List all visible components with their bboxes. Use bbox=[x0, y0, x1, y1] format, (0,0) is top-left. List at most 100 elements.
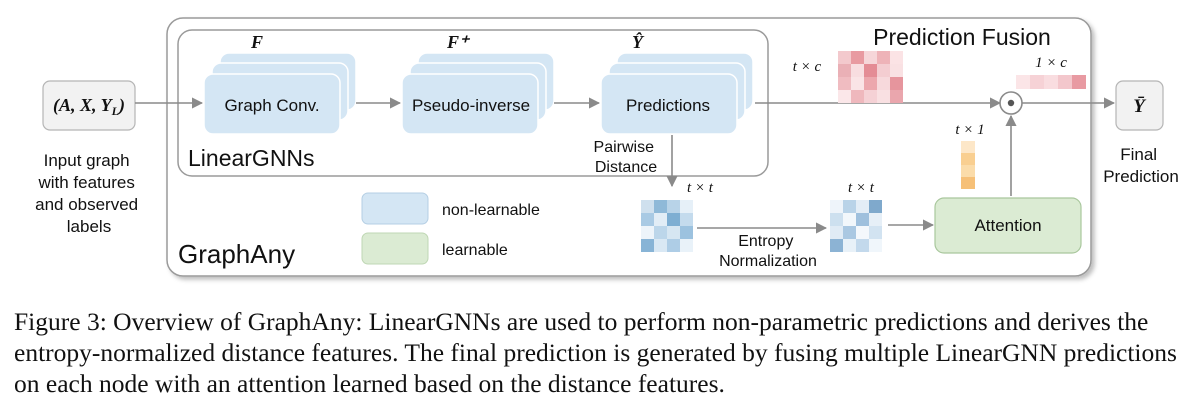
t-by-t-right-cell bbox=[869, 200, 882, 213]
graph-conv-stack bbox=[203, 52, 357, 135]
one-by-c-cell bbox=[1030, 75, 1044, 89]
output-caption-line-2: Prediction bbox=[1103, 167, 1179, 186]
t-by-t-right-cell bbox=[843, 200, 856, 213]
t-by-t-left-cell bbox=[680, 200, 693, 213]
t-by-t-matrix-normalized bbox=[830, 200, 882, 252]
t-by-t-right-cell bbox=[843, 226, 856, 239]
t-by-t-left-cell bbox=[641, 239, 654, 252]
t-by-c-cell bbox=[838, 90, 851, 103]
t-by-t-left-cell bbox=[667, 226, 680, 239]
pseudo-inverse-stack bbox=[401, 52, 555, 135]
t-by-t-dim-left: t × t bbox=[687, 180, 714, 196]
graph-conv-label: Graph Conv. bbox=[224, 96, 319, 115]
t-by-c-cell bbox=[851, 51, 864, 64]
input-box bbox=[42, 80, 136, 131]
legend-swatch-non-learnable bbox=[361, 192, 429, 225]
output-caption-line-1: Final bbox=[1120, 145, 1157, 164]
predictions-symbol: Ŷ bbox=[632, 31, 645, 52]
t-by-t-left-cell bbox=[654, 239, 667, 252]
t-by-c-cell bbox=[877, 77, 890, 90]
t-by-c-cell bbox=[838, 64, 851, 77]
t-by-c-cell bbox=[851, 90, 864, 103]
pseudo-inverse-label: Pseudo-inverse bbox=[412, 96, 530, 115]
predictions-stack bbox=[600, 52, 754, 135]
one-by-c-cell bbox=[1058, 75, 1072, 89]
predictions-label: Predictions bbox=[626, 96, 710, 115]
lineargnns-label: LinearGNNs bbox=[188, 145, 315, 171]
t-by-c-cell bbox=[877, 90, 890, 103]
pseudo-inverse-symbol: F⁺ bbox=[446, 32, 471, 52]
t-by-t-left-cell bbox=[641, 226, 654, 239]
t-by-1-cell bbox=[961, 153, 975, 165]
t-by-1-cell bbox=[961, 177, 975, 189]
t-by-1-cell bbox=[961, 165, 975, 177]
pairwise-distance-label: Pairwise Distance bbox=[594, 139, 659, 176]
one-by-c-dim: 1 × c bbox=[1035, 55, 1067, 71]
t-by-t-right-cell bbox=[856, 200, 869, 213]
figure-caption: Figure 3: Overview of GraphAny: LinearGN… bbox=[14, 307, 1177, 398]
t-by-c-cell bbox=[864, 51, 877, 64]
t-by-t-right-cell bbox=[869, 226, 882, 239]
pairwise-distance-line-1: Pairwise bbox=[594, 139, 655, 156]
graphany-label: GraphAny bbox=[178, 239, 295, 269]
t-by-t-right-cell bbox=[830, 239, 843, 252]
t-by-t-right-cell bbox=[856, 213, 869, 226]
t-by-c-cell bbox=[864, 90, 877, 103]
entropy-normalization-line-2: Normalization bbox=[719, 253, 817, 270]
t-by-c-cell bbox=[851, 77, 864, 90]
pairwise-distance-line-2: Distance bbox=[595, 159, 657, 176]
t-by-t-right-cell bbox=[869, 239, 882, 252]
t-by-t-left-cell bbox=[641, 200, 654, 213]
t-by-t-dim-right: t × t bbox=[848, 180, 875, 196]
input-caption-line-2: with features bbox=[37, 173, 134, 192]
t-by-c-cell bbox=[890, 64, 903, 77]
graph-conv-symbol: F bbox=[250, 32, 263, 52]
output-box bbox=[1115, 80, 1164, 131]
one-by-c-cell bbox=[1072, 75, 1086, 89]
t-by-t-left-cell bbox=[680, 213, 693, 226]
fusion-node-dot bbox=[1007, 99, 1015, 107]
legend-label-learnable: learnable bbox=[442, 242, 508, 259]
attention-label: Attention bbox=[974, 216, 1041, 235]
one-by-c-cell bbox=[1016, 75, 1030, 89]
t-by-t-right-cell bbox=[856, 226, 869, 239]
one-by-c-heatmap bbox=[1016, 75, 1086, 89]
legend-swatch-learnable bbox=[361, 232, 429, 265]
t-by-c-cell bbox=[890, 51, 903, 64]
t-by-c-cell bbox=[851, 64, 864, 77]
t-by-t-right-cell bbox=[830, 200, 843, 213]
t-by-c-cell bbox=[864, 77, 877, 90]
t-by-c-cell bbox=[877, 51, 890, 64]
t-by-1-vector bbox=[961, 141, 975, 189]
t-by-t-left-cell bbox=[654, 213, 667, 226]
t-by-c-cell bbox=[838, 77, 851, 90]
input-caption-line-1: Input graph bbox=[44, 151, 130, 170]
prediction-fusion-label: Prediction Fusion bbox=[873, 24, 1051, 50]
t-by-t-right-cell bbox=[830, 213, 843, 226]
t-by-t-left-cell bbox=[667, 213, 680, 226]
t-by-c-cell bbox=[890, 77, 903, 90]
t-by-t-right-cell bbox=[869, 213, 882, 226]
t-by-1-cell bbox=[961, 141, 975, 153]
t-by-c-cell bbox=[890, 90, 903, 103]
t-by-t-left-cell bbox=[667, 200, 680, 213]
input-caption-line-4: labels bbox=[67, 217, 111, 236]
t-by-c-cell bbox=[838, 51, 851, 64]
attention-box bbox=[934, 197, 1082, 254]
t-by-t-right-cell bbox=[843, 213, 856, 226]
t-by-t-left-cell bbox=[654, 226, 667, 239]
t-by-c-cell bbox=[864, 64, 877, 77]
one-by-c-cell bbox=[1044, 75, 1058, 89]
t-by-t-right-cell bbox=[843, 239, 856, 252]
t-by-t-left-cell bbox=[667, 239, 680, 252]
t-by-c-dim: t × c bbox=[793, 59, 822, 75]
t-by-1-dim: t × 1 bbox=[955, 122, 984, 138]
entropy-normalization-line-1: Entropy bbox=[738, 233, 793, 250]
input-caption-line-3: and observed bbox=[35, 195, 138, 214]
t-by-t-left-cell bbox=[680, 226, 693, 239]
input-symbol: (A, X, YL) bbox=[53, 95, 125, 118]
t-by-c-heatmap bbox=[838, 51, 903, 103]
entropy-normalization-label: Entropy Normalization bbox=[719, 233, 817, 270]
input-caption: Input graph with features and observed l… bbox=[35, 151, 143, 236]
